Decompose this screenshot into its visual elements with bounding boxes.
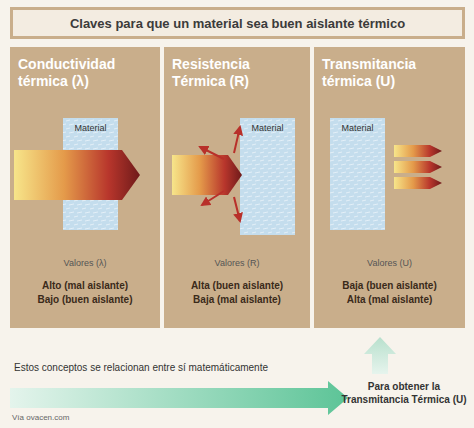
source-note: Vía ovacen.com xyxy=(12,413,132,423)
values-label: Valores (λ) xyxy=(14,258,156,269)
concept-panel: Material Transmitancia térmica (U) Valores… xyxy=(314,47,465,328)
heat-out-arrow xyxy=(394,145,442,157)
value-low: Bajo (buen aislante) xyxy=(14,294,156,306)
material-block: Material xyxy=(240,118,295,235)
concept-panel: Material Conductividad térmica (λ) Valores… xyxy=(10,47,160,328)
relation-note: Estos conceptos se relacionan entre sí m… xyxy=(14,362,334,375)
value-high: Alto (mal aislante) xyxy=(14,280,156,292)
heat-arrow xyxy=(14,150,140,200)
deflected-heat xyxy=(234,127,240,153)
deflected-heat xyxy=(202,191,224,205)
material-block: Material xyxy=(63,118,118,230)
material-label: Material xyxy=(330,123,385,134)
deflected-heat xyxy=(200,147,224,159)
title: Claves para que un material sea buen ais… xyxy=(70,16,405,31)
values-label: Valores (U) xyxy=(318,258,461,269)
panel-heading: Conductividad térmica (λ) xyxy=(18,56,154,90)
value-high: Alta (buen aislante) xyxy=(168,280,306,292)
panel-heading: Resistencia Térmica (R) xyxy=(172,56,304,90)
material-block: Material xyxy=(330,118,385,230)
material-label: Material xyxy=(240,123,295,134)
value-low: Alta (mal aislante) xyxy=(318,294,461,306)
goal-note: Para obtener la Transmitancia Térmica (U… xyxy=(340,381,468,406)
concept-panel: Material Resistencia Térmica (R) Valores (… xyxy=(164,47,310,328)
values-label: Valores (R) xyxy=(168,258,306,269)
value-high: Baja (buen aislante) xyxy=(318,280,461,292)
material-fill xyxy=(240,118,295,235)
value-low: Baja (mal aislante) xyxy=(168,294,306,306)
material-label: Material xyxy=(63,123,118,134)
material-fill xyxy=(330,118,385,230)
deflected-heat xyxy=(234,197,240,221)
heat-out-arrow xyxy=(394,161,442,173)
heat-arrow xyxy=(172,155,242,195)
up-arrow xyxy=(364,337,396,374)
panel-heading: Transmitancia térmica (U) xyxy=(322,56,459,90)
title-box: Claves para que un material sea buen ais… xyxy=(10,7,465,39)
heat-out-arrow xyxy=(394,177,442,189)
relation-arrow xyxy=(10,381,348,415)
